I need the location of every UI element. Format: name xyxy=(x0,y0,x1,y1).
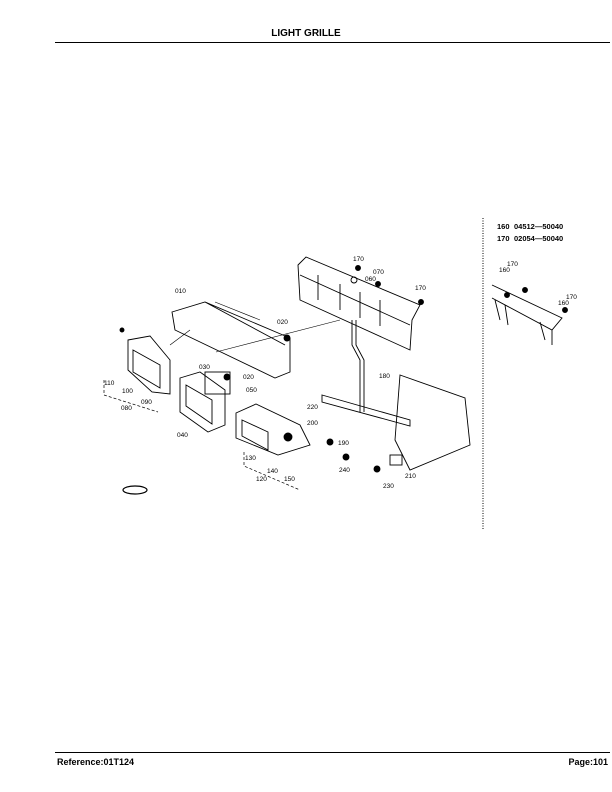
inset-part-number: 02054—50040 xyxy=(514,234,563,243)
callout-050: 050 xyxy=(246,387,257,394)
callout-130: 130 xyxy=(245,455,256,462)
stay-180 xyxy=(351,320,365,412)
frame xyxy=(297,256,421,351)
inset-callout-160b: 160 xyxy=(558,300,569,307)
callout-060: 060 xyxy=(365,276,376,283)
stamp xyxy=(122,485,148,495)
callout-220: 220 xyxy=(307,404,318,411)
callout-100: 100 xyxy=(122,388,133,395)
callout-180: 180 xyxy=(379,373,390,380)
callout-210: 210 xyxy=(405,473,416,480)
callout-170b: 170 xyxy=(415,285,426,292)
callout-120: 120 xyxy=(256,476,267,483)
callout-140: 140 xyxy=(267,468,278,475)
callout-040: 040 xyxy=(177,432,188,439)
bracket-080 xyxy=(127,335,171,395)
inset-callout-170b: 170 xyxy=(566,294,577,301)
inset-part-number: 04512—50040 xyxy=(514,222,563,231)
callout-190: 190 xyxy=(338,440,349,447)
callout-010: 010 xyxy=(175,288,186,295)
inset-callout-160a: 160 xyxy=(499,267,510,274)
page-title: LIGHT GRILLE xyxy=(271,28,341,39)
hood-frame xyxy=(394,374,471,471)
inset-part-ref: 160 xyxy=(497,222,510,231)
light-bar-010 xyxy=(171,301,291,379)
footer-divider xyxy=(55,752,610,753)
callout-200: 200 xyxy=(307,420,318,427)
callout-090: 090 xyxy=(141,399,152,406)
crossbar xyxy=(321,394,411,427)
callout-080: 080 xyxy=(121,405,132,412)
page-number: Page:101 xyxy=(568,757,608,767)
inset-frame xyxy=(491,284,563,345)
callout-240: 240 xyxy=(339,467,350,474)
callout-230: 230 xyxy=(383,483,394,490)
callout-020b: 020 xyxy=(243,374,254,381)
callout-020: 020 xyxy=(277,319,288,326)
inset-callout-170a: 170 xyxy=(507,261,518,268)
callout-110: 110 xyxy=(104,380,115,387)
lamp-050 xyxy=(204,371,231,395)
housing-040 xyxy=(179,371,226,433)
callout-150: 150 xyxy=(284,476,295,483)
header-divider xyxy=(55,42,610,43)
housing-120 xyxy=(235,403,311,456)
inset-part-ref: 170 xyxy=(497,234,510,243)
callout-030: 030 xyxy=(199,364,210,371)
callout-070: 070 xyxy=(373,269,384,276)
callout-170a: 170 xyxy=(353,256,364,263)
reference-label: Reference:01T124 xyxy=(57,757,135,767)
